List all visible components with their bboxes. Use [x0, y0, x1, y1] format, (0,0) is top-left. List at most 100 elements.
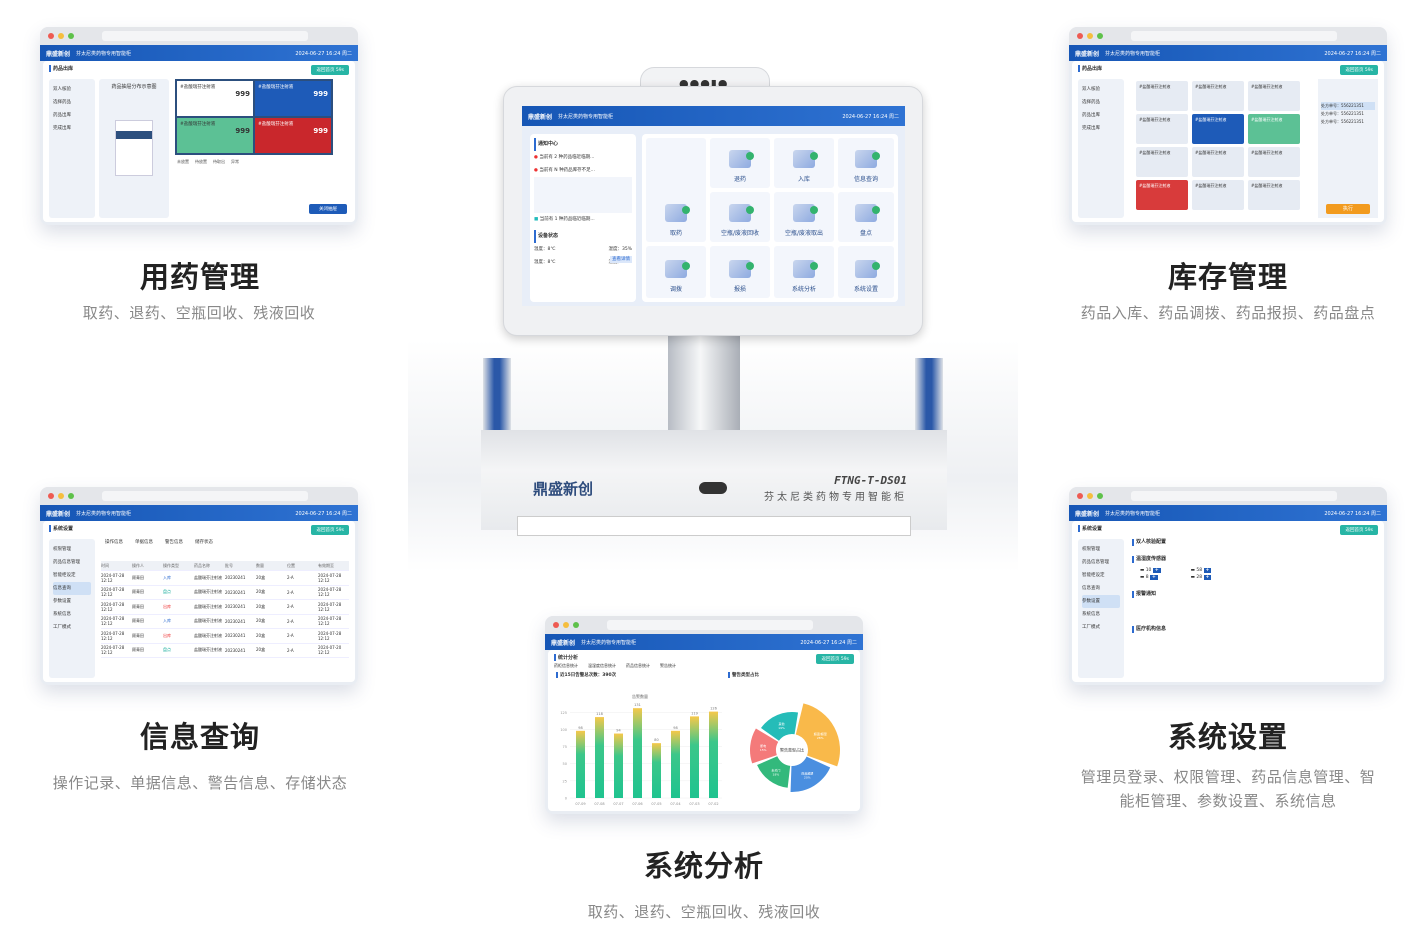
drug-card[interactable]: #盐酸瑞芬注射液	[1192, 147, 1244, 177]
notice-item[interactable]: ● 当前有 N 种药品库存不足...	[534, 168, 595, 173]
function-tile[interactable]: 退药	[710, 138, 770, 188]
execute-button[interactable]: 执行	[1326, 204, 1370, 214]
function-tile[interactable]: 空瓶/废液取出	[774, 192, 834, 242]
pie-value-label: 20%	[804, 776, 811, 780]
group-title: 报警通知	[1132, 591, 1378, 598]
sidebar-item[interactable]: 权限管理	[1082, 547, 1100, 552]
function-tile[interactable]: 盘点	[838, 192, 894, 242]
bar-value-label: 119	[691, 711, 698, 715]
prescription-item[interactable]: 处方单号：556221351	[1321, 102, 1375, 110]
sidebar-item[interactable]: 信息查询	[53, 582, 91, 595]
sidebar-item[interactable]: 智能柜设定	[53, 573, 76, 578]
view-detail-button[interactable]: 查看详情	[610, 256, 632, 263]
drug-card[interactable]: #盐酸瑞芬注射液	[1248, 81, 1300, 111]
table-cell: 2024-07-28 12:12	[318, 630, 342, 641]
drug-card[interactable]: #盐酸瑞芬注射液	[1248, 147, 1300, 177]
drug-card[interactable]: #盐酸瑞芬注射液	[1248, 180, 1300, 210]
drawer-map: 药品抽屉分布示意图	[99, 79, 169, 218]
cabinet-name: 芬太尼类药物专用智能柜	[558, 113, 614, 120]
bar	[709, 711, 718, 798]
function-tile[interactable]: 信息查询	[838, 138, 894, 188]
tab[interactable]: 警告信息	[165, 540, 183, 545]
function-tile[interactable]: 报损	[710, 246, 770, 298]
step: 选择药品	[53, 100, 71, 105]
close-drawer-button[interactable]: 关闭抽屉	[309, 204, 347, 214]
function-tile[interactable]: 系统分析	[774, 246, 834, 298]
section-title: 用药管理	[139, 260, 260, 294]
prescription-item[interactable]: 处方单号：556221351	[1321, 111, 1364, 116]
function-tile[interactable]: 取药	[646, 138, 706, 242]
bar	[671, 730, 680, 798]
sidebar-item[interactable]: 工厂模式	[1082, 625, 1100, 630]
table-cell: 2-A	[287, 647, 294, 653]
bar-value-label: 131	[634, 703, 641, 707]
tab[interactable]: 温湿度信息统计	[588, 663, 616, 668]
table-cell: 2024-07-28 12:12	[318, 616, 342, 627]
tab[interactable]: 药柜信息统计	[554, 663, 578, 668]
back-home-button[interactable]: 返回首页 59s	[1340, 65, 1378, 75]
drug-card[interactable]: #盐酸瑞芬注射液	[1136, 147, 1188, 177]
drug-card[interactable]: #盐酸瑞芬注射液	[1192, 114, 1244, 144]
pie-label: 药品超期	[801, 771, 813, 776]
notice-item[interactable]: ● 当前有 2 种药品临近临期...	[534, 155, 595, 160]
brand-logo: 鼎盛新创	[528, 113, 553, 121]
temp-lower-value[interactable]: 8	[1145, 575, 1149, 580]
temp-upper-value[interactable]: 10	[1145, 568, 1152, 573]
sidebar-item[interactable]: 参数设置	[53, 599, 71, 604]
tab[interactable]: 操作信息	[105, 540, 123, 545]
drug-card[interactable]: #盐酸瑞芬注射液	[1136, 114, 1188, 144]
tab[interactable]: 储存状态	[195, 540, 213, 545]
cabinet-model: FTNG-T-DS01	[834, 474, 907, 487]
sidebar-item[interactable]: 药品信息管理	[53, 560, 80, 565]
drug-card[interactable]: #盐酸瑞芬注射液	[1248, 114, 1300, 144]
table-cell: 2024-07-28 12:12	[318, 572, 342, 583]
sidebar-item[interactable]: 参数设置	[1082, 595, 1120, 608]
function-tile[interactable]: 系统设置	[838, 246, 894, 298]
y-tick: 50	[563, 762, 567, 766]
drawer[interactable]	[517, 516, 911, 536]
sidebar-item[interactable]: 智能柜设定	[1082, 573, 1105, 578]
pie-value-label: 15%	[760, 748, 767, 752]
prescription-item[interactable]: 处方单号：556221351	[1321, 119, 1364, 124]
hum-upper-value[interactable]: 58	[1196, 568, 1203, 573]
sidebar-item[interactable]: 信息查询	[1082, 586, 1100, 591]
table-cell: 2-A	[287, 589, 294, 595]
sidebar-item[interactable]: 系统信息	[53, 612, 71, 617]
tab[interactable]: 药品信息统计	[626, 663, 650, 668]
function-tile[interactable]: 调拨	[646, 246, 706, 298]
sidebar-item[interactable]: 权限管理	[53, 547, 71, 552]
tile-label: 系统设置	[853, 286, 878, 293]
tab[interactable]: 单据信息	[135, 540, 153, 545]
drug-card[interactable]: #盐酸瑞芬注射液	[1136, 81, 1188, 111]
drug-card[interactable]: #盐酸瑞芬注射液	[1136, 180, 1188, 210]
pie-value-label: 18%	[773, 773, 780, 777]
table-cell: 盐酸瑞芬注射液	[194, 574, 222, 580]
drug-card[interactable]: #盐酸瑞芬注射液	[1192, 180, 1244, 210]
notice-item[interactable]: ■ 当前有 1 种药品临近临期...	[534, 217, 595, 222]
tab[interactable]: 警告统计	[660, 663, 676, 668]
step: 双人核验	[53, 87, 71, 92]
function-tile[interactable]: 入库	[774, 138, 834, 188]
hum-lower-value[interactable]: 28	[1196, 575, 1203, 580]
back-home-button[interactable]: 返回首页 59s	[311, 525, 349, 535]
panel-title: 系统设置	[49, 525, 349, 532]
x-tick: 07-06	[632, 802, 642, 806]
back-home-button[interactable]: 返回首页 59s	[311, 65, 349, 75]
sidebar-item[interactable]: 系统信息	[1082, 612, 1100, 617]
back-home-button[interactable]: 返回首页 59s	[816, 654, 854, 664]
drug-card[interactable]: #盐酸瑞芬注射液	[1192, 81, 1244, 111]
sidebar-item[interactable]: 药品信息管理	[1082, 560, 1109, 565]
back-home-button[interactable]: 返回首页 59s	[1340, 525, 1378, 535]
sidebar-item[interactable]: 工厂模式	[53, 625, 71, 630]
function-tile[interactable]: 空瓶/废液回收	[710, 192, 770, 242]
